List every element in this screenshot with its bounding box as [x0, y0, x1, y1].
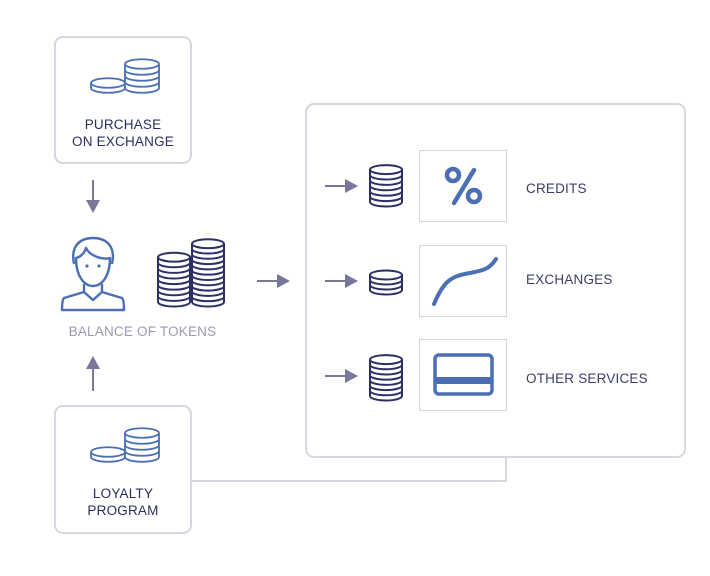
coins-icon: [90, 427, 160, 463]
arrow-right-icon: [325, 274, 358, 288]
loyalty-label-line2: PROGRAM: [87, 503, 159, 518]
arrow-down-icon: [86, 180, 100, 213]
coin: [157, 251, 191, 263]
purchase-label-line2: ON EXCHANGE: [72, 134, 174, 149]
coin: [191, 243, 225, 308]
purchase-label-line1: PURCHASE: [84, 117, 162, 132]
coin: [369, 164, 403, 176]
token-stack-icon: [157, 238, 225, 308]
balance-of-tokens-label: BALANCE OF TOKENS: [68, 324, 217, 339]
coin: [90, 446, 126, 458]
coin: [157, 257, 191, 308]
coin: [369, 169, 403, 208]
coin: [369, 269, 403, 281]
coin: [124, 64, 160, 94]
other-services-icon-box: [419, 339, 507, 411]
arrow-up-icon: [86, 356, 100, 391]
loyalty-program-box: LOYALTY PROGRAM: [54, 405, 192, 534]
service-label-other-services: OTHER SERVICES: [526, 371, 648, 386]
service-label-exchanges: EXCHANGES: [526, 272, 613, 287]
coin: [369, 354, 403, 366]
coin: [124, 433, 160, 463]
coins-icon: [90, 58, 160, 94]
coin: [124, 58, 160, 70]
percent-icon: [444, 166, 483, 206]
coin: [369, 359, 403, 402]
user-icon: [60, 236, 126, 312]
service-label-credits: CREDITS: [526, 181, 587, 196]
token-stack-icon: [369, 269, 403, 296]
loyalty-label-line1: LOYALTY: [92, 486, 154, 501]
exchanges-icon-box: [419, 245, 507, 317]
token-stack-icon: [369, 164, 403, 208]
coin: [124, 427, 160, 439]
credits-icon-box: [419, 150, 507, 222]
purchase-on-exchange-box: PURCHASE ON EXCHANGE: [54, 36, 192, 164]
arrow-right-icon: [325, 369, 358, 383]
arrow-right-icon: [325, 179, 358, 193]
coin: [90, 77, 126, 89]
coin: [191, 238, 225, 250]
credit-card-icon: [433, 353, 494, 396]
arrow-right-icon: [257, 274, 290, 288]
token-stack-icon: [369, 354, 403, 402]
growth-curve-icon: [432, 257, 498, 306]
